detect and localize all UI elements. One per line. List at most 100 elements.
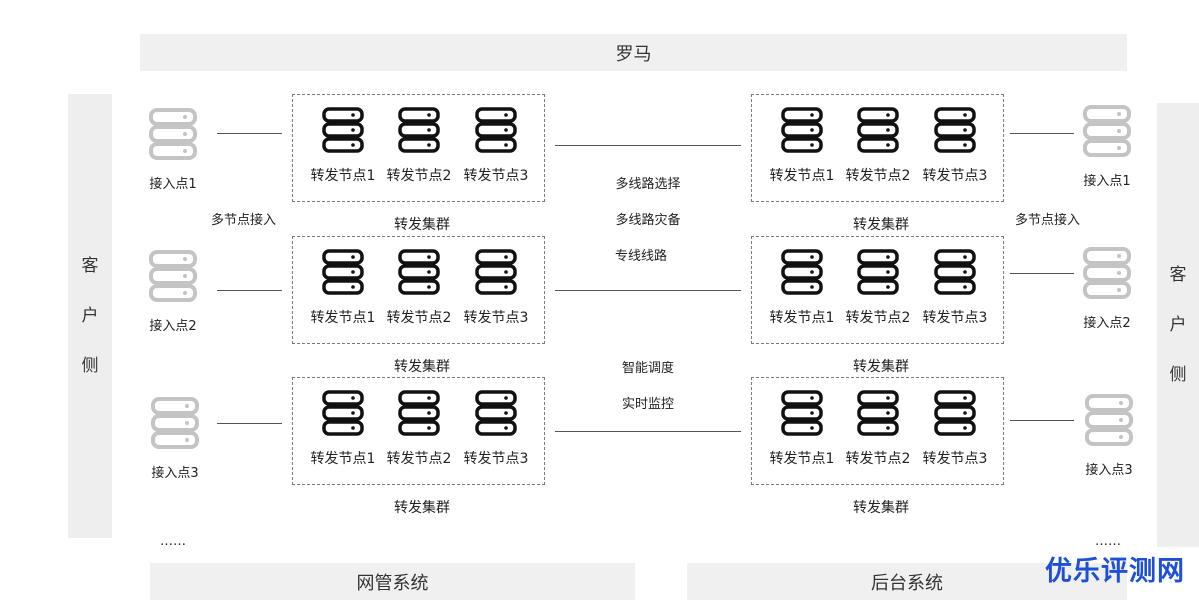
server-icon [934, 107, 976, 153]
forwarding-node: 转发节点1 [763, 107, 841, 185]
client-side-char: 户 [81, 306, 99, 326]
connector-line [217, 423, 282, 424]
access-point-label: 接入点3 [1085, 463, 1133, 478]
forwarding-node: 转发节点2 [380, 390, 458, 468]
node-label: 转发节点2 [386, 451, 452, 467]
access-point-label: 接入点1 [149, 177, 197, 192]
forwarding-node: 转发节点1 [763, 249, 841, 327]
forwarding-cluster-left-1: 转发节点1 转发节点2 转发节点3 [292, 94, 545, 202]
backend-system-bar: 后台系统 [687, 563, 1127, 600]
server-icon [1083, 105, 1131, 157]
server-icon [1085, 394, 1133, 446]
access-point-right-3: 接入点3 [1074, 393, 1144, 478]
connector-line [217, 133, 282, 134]
server-icon [149, 250, 197, 302]
node-label: 转发节点1 [769, 451, 835, 467]
node-label: 转发节点1 [310, 310, 376, 326]
server-icon [934, 390, 976, 436]
forwarding-cluster-right-3: 转发节点1 转发节点2 转发节点3 [751, 377, 1004, 485]
access-point-left-1: 接入点1 [138, 107, 208, 192]
forwarding-node: 转发节点1 [304, 390, 382, 468]
client-side-right: 客 户 侧 [1157, 103, 1199, 547]
cluster-label: 转发集群 [853, 500, 909, 516]
node-label: 转发节点2 [845, 451, 911, 467]
node-label: 转发节点2 [386, 168, 452, 184]
forwarding-node: 转发节点2 [380, 249, 458, 327]
server-icon [322, 249, 364, 295]
access-point-right-2: 接入点2 [1072, 246, 1142, 331]
node-label: 转发节点3 [922, 168, 988, 184]
server-icon [934, 249, 976, 295]
server-icon [857, 107, 899, 153]
forwarding-node: 转发节点1 [304, 249, 382, 327]
node-label: 转发节点1 [769, 310, 835, 326]
network-management-bar: 网管系统 [150, 563, 635, 600]
connector-line [1010, 133, 1074, 134]
forwarding-cluster-left-3: 转发节点1 转发节点2 转发节点3 [292, 377, 545, 485]
node-label: 转发节点3 [463, 451, 529, 467]
dedicated-line: 专线线路 [614, 249, 667, 264]
access-point-left-3: 接入点3 [140, 396, 210, 481]
node-label: 转发节点2 [386, 310, 452, 326]
forwarding-cluster-right-1: 转发节点1 转发节点2 转发节点3 [751, 94, 1004, 202]
node-label: 转发节点3 [463, 168, 529, 184]
top-bar-title: 罗马 [615, 43, 652, 65]
node-label: 转发节点3 [922, 310, 988, 326]
access-point-label: 接入点3 [151, 466, 199, 481]
cluster-label: 转发集群 [394, 500, 450, 516]
ellipsis-left: …… [160, 534, 186, 549]
forwarding-node: 转发节点3 [916, 249, 994, 327]
server-icon [857, 390, 899, 436]
server-icon [475, 107, 517, 153]
node-label: 转发节点2 [845, 310, 911, 326]
node-label: 转发节点2 [845, 168, 911, 184]
network-management-label: 网管系统 [356, 572, 429, 594]
forwarding-node: 转发节点3 [916, 390, 994, 468]
watermark-logo: 优乐评测网 [1045, 556, 1185, 587]
forwarding-node: 转发节点2 [839, 249, 917, 327]
access-point-label: 接入点2 [1083, 316, 1131, 331]
client-side-char: 侧 [1169, 365, 1187, 385]
access-point-label: 接入点2 [149, 319, 197, 334]
node-label: 转发节点1 [769, 168, 835, 184]
client-side-left: 客 户 侧 [68, 94, 112, 538]
backend-system-label: 后台系统 [871, 572, 943, 594]
forwarding-node: 转发节点2 [839, 390, 917, 468]
cluster-label: 转发集群 [853, 359, 909, 375]
connector-line [1010, 273, 1074, 274]
ellipsis-right: …… [1095, 534, 1121, 549]
server-icon [475, 390, 517, 436]
client-side-char: 客 [81, 256, 99, 276]
server-icon [151, 397, 199, 449]
forwarding-cluster-right-2: 转发节点1 转发节点2 转发节点3 [751, 236, 1004, 344]
multi-node-access-left: 多节点接入 [211, 213, 277, 228]
forwarding-node: 转发节点3 [457, 249, 535, 327]
forwarding-node: 转发节点3 [457, 107, 535, 185]
real-time-monitoring: 实时监控 [621, 397, 674, 412]
server-icon [1083, 247, 1131, 299]
server-icon [781, 249, 823, 295]
access-point-left-2: 接入点2 [138, 249, 208, 334]
connector-line [1010, 420, 1074, 421]
forwarding-node: 转发节点3 [457, 390, 535, 468]
client-side-char: 户 [1169, 315, 1187, 335]
node-label: 转发节点1 [310, 451, 376, 467]
server-icon [781, 107, 823, 153]
client-side-char: 客 [1169, 265, 1187, 285]
link-line [555, 145, 741, 146]
server-icon [398, 107, 440, 153]
cluster-label: 转发集群 [853, 217, 909, 233]
server-icon [149, 108, 197, 160]
connector-line [217, 290, 282, 291]
server-icon [398, 249, 440, 295]
server-icon [322, 107, 364, 153]
server-icon [857, 249, 899, 295]
cluster-label: 转发集群 [394, 359, 450, 375]
forwarding-node: 转发节点3 [916, 107, 994, 185]
link-line [555, 431, 741, 432]
server-icon [781, 390, 823, 436]
node-label: 转发节点1 [310, 168, 376, 184]
access-point-label: 接入点1 [1083, 174, 1131, 189]
smart-scheduling: 智能调度 [621, 361, 674, 376]
forwarding-node: 转发节点2 [839, 107, 917, 185]
